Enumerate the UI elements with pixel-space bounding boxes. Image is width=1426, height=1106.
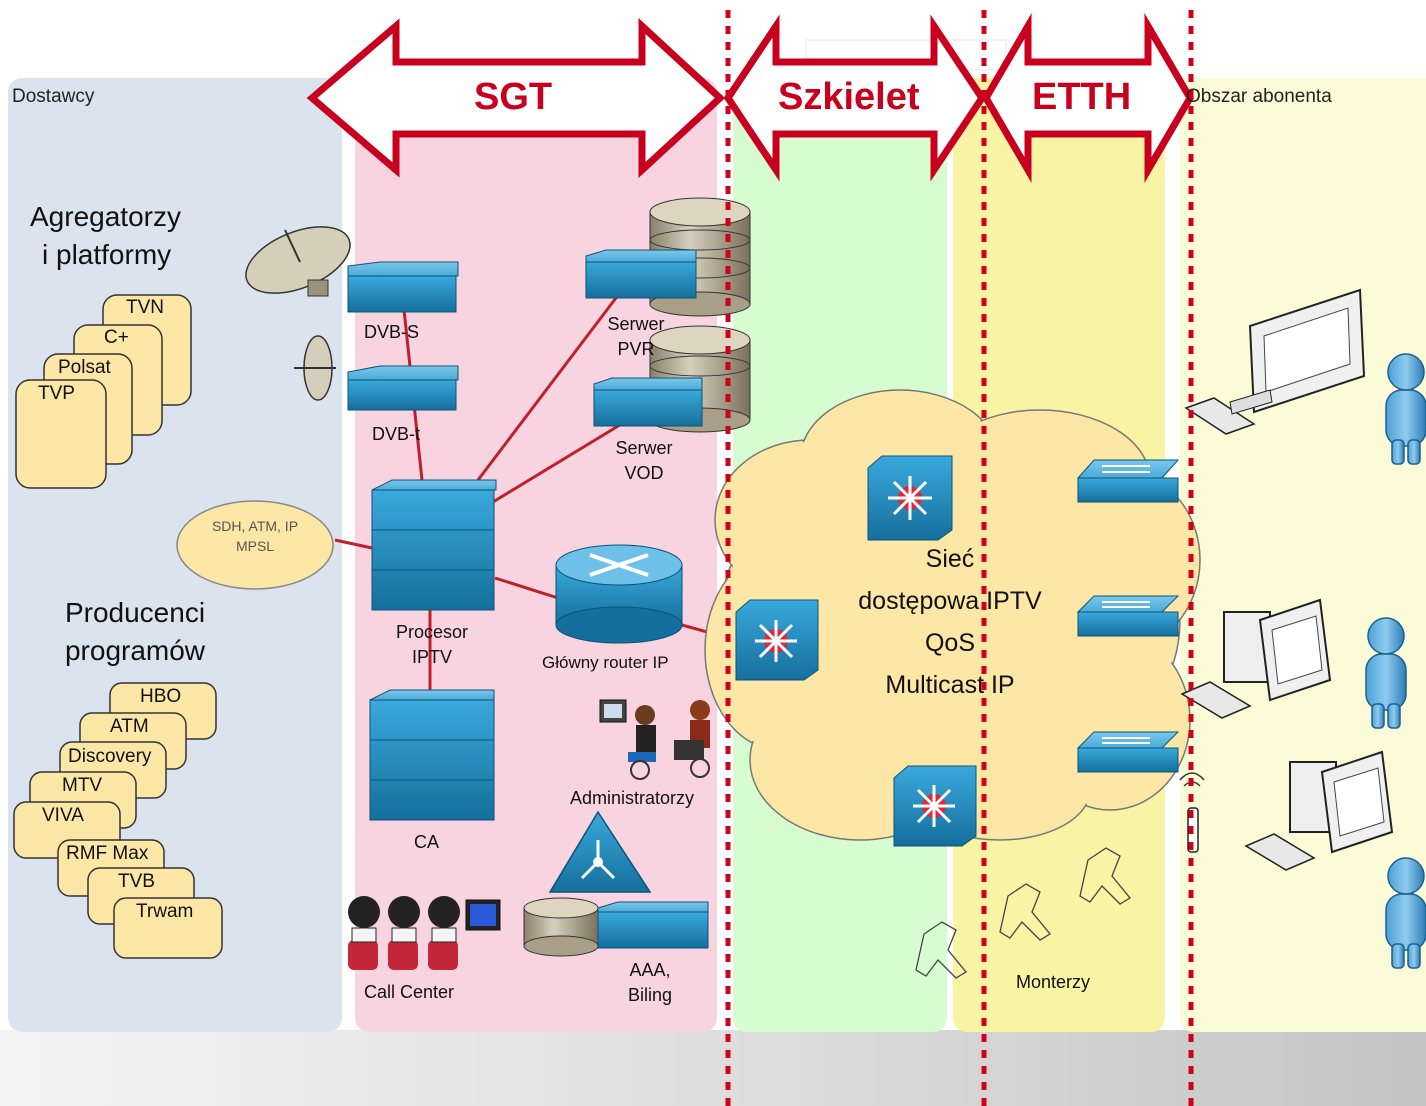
pvr-label: Serwer PVR: [596, 312, 676, 362]
aaa-server-icon: [597, 901, 709, 949]
aaa-triangle-icon: [548, 810, 652, 893]
sgt-arrow: [306, 18, 726, 178]
aggregators-title-line-2: i platformy: [42, 239, 172, 270]
subscriber-zone-label: Obszar abonenta: [1186, 86, 1332, 107]
transport-cloud-line-1: SDH, ATM, IP: [211, 518, 299, 534]
subscriber-person-3-icon: [1385, 857, 1426, 969]
access-network-line-2: dostępowa IPTV: [858, 587, 1042, 615]
subscriber-pc-1-icon: [1180, 598, 1332, 719]
processor-label-line-1: Procesor: [395, 622, 469, 642]
producer-rmf-max: RMF Max: [66, 843, 149, 864]
providers-zone-label: Dostawcy: [12, 86, 95, 107]
subscriber-pc-2-icon: [1244, 750, 1394, 871]
terrestrial-antenna-icon: [294, 335, 336, 401]
aggregator-tvp: TVP: [38, 383, 75, 404]
producers-title-line-2: programów: [64, 635, 206, 666]
access-network-line-3: QoS: [924, 629, 976, 657]
dvb-t-label: DVB-t: [372, 424, 421, 444]
call-center-icon: [348, 896, 501, 970]
producer-discovery: Discovery: [68, 746, 152, 767]
call-center-label: Call Center: [364, 982, 455, 1002]
producer-mtv: MTV: [62, 775, 103, 796]
main-router-icon: [555, 544, 683, 644]
aggregators-title: Agregatorzy i platformy: [30, 198, 190, 274]
backbone-switch-left-icon: [735, 599, 819, 681]
pvr-label-line-2: PVR: [617, 339, 655, 359]
producer-atm: ATM: [110, 716, 149, 737]
dvb-s-label: DVB-S: [364, 322, 420, 342]
pvr-label-line-1: Serwer: [607, 314, 665, 334]
aggregator-tvn: TVN: [126, 297, 164, 318]
sgt-label: SGT: [474, 76, 553, 118]
vod-label: Serwer VOD: [604, 436, 684, 486]
boundary-lines: [725, 10, 1194, 1106]
etth-switch-2-icon: [1076, 595, 1180, 637]
processor-label-line-2: IPTV: [411, 647, 452, 667]
aggregator-cplus: C+: [104, 327, 129, 348]
producer-hbo: HBO: [140, 686, 182, 707]
installers-icon: [915, 847, 1131, 979]
vod-server-icon: [593, 377, 703, 427]
access-network-line-1: Sieć: [925, 545, 975, 573]
satellite-dish-icon: [245, 226, 351, 297]
vod-label-line-2: VOD: [624, 463, 664, 483]
etth-switch-1-icon: [1076, 459, 1180, 503]
aaa-label: AAA, Biling: [610, 958, 690, 1008]
aggregator-cards: [15, 294, 192, 489]
aggregators-title-line-1: Agregatorzy: [30, 201, 181, 232]
aaa-label-line-1: AAA,: [629, 960, 671, 980]
subscriber-person-1-icon: [1385, 353, 1426, 465]
producer-trwam: Trwam: [136, 901, 194, 922]
producers-title: Producenci programów: [50, 594, 220, 670]
access-network-line-4: Multicast IP: [885, 671, 1015, 699]
router-label: Główny router IP: [542, 653, 669, 672]
backbone-switch-bottom-icon: [893, 765, 977, 847]
subscriber-zone: [1180, 78, 1426, 1032]
administrators-icon: [599, 699, 710, 780]
processor-label: Procesor IPTV: [382, 620, 482, 670]
ca-label: CA: [414, 832, 440, 852]
vod-label-line-1: Serwer: [615, 438, 673, 458]
aggregator-polsat: Polsat: [58, 357, 111, 378]
backbone-switch-top-icon: [867, 455, 953, 541]
dvb-t-device-icon: [347, 365, 459, 411]
subscriber-person-2-icon: [1365, 617, 1407, 729]
dvb-s-device-icon: [347, 261, 459, 313]
transport-cloud: [176, 500, 334, 590]
access-network-text: Sieć dostępowa IPTV QoS Multicast IP: [820, 538, 1080, 706]
iptv-processor-icon: [371, 479, 497, 611]
etth-label: ETTH: [1032, 76, 1132, 118]
floor-band: [0, 1030, 1426, 1106]
aaa-label-line-2: Biling: [627, 985, 673, 1005]
producer-tvb: TVB: [118, 871, 155, 892]
backbone-label: Szkielet: [778, 76, 920, 118]
producers-title-line-1: Producenci: [64, 597, 206, 628]
ca-server-icon: [369, 689, 495, 821]
producer-viva: VIVA: [42, 805, 84, 826]
producer-cards: [13, 682, 223, 959]
etth-switch-3-icon: [1076, 731, 1180, 773]
subscriber-tv-icon: [1184, 288, 1366, 435]
transport-cloud-line-2: MPSL: [235, 538, 275, 554]
transport-cloud-text: SDH, ATM, IP MPSL: [196, 516, 314, 556]
admins-label: Administratorzy: [570, 788, 695, 808]
aaa-storage-icon: [523, 897, 599, 957]
installers-label: Monterzy: [1016, 972, 1091, 992]
pvr-server-icon: [585, 249, 697, 299]
